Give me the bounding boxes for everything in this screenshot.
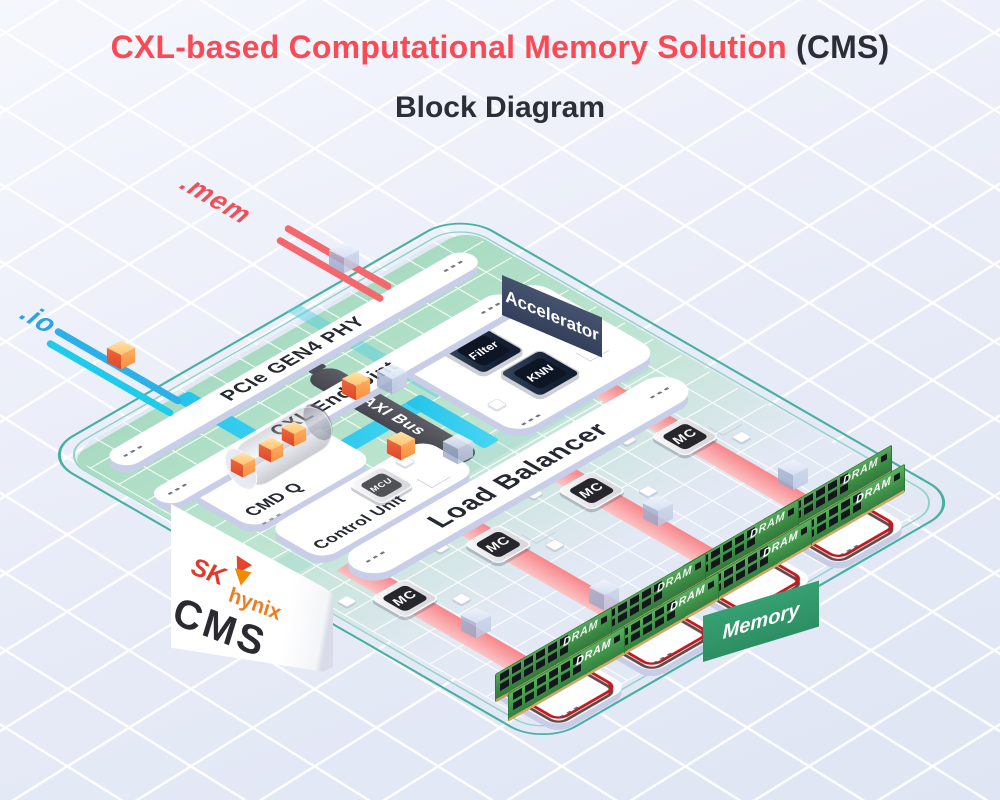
data-cube-orange: [230, 452, 256, 478]
data-cube-orange: [281, 421, 307, 447]
data-cube-orange: [106, 340, 136, 370]
data-cube-glass: [328, 242, 360, 274]
data-cube-glass: [642, 495, 674, 527]
sk-logo-text: SK: [187, 552, 229, 592]
data-cube-glass: [460, 607, 492, 639]
data-cube-glass: [777, 459, 809, 491]
data-cube-glass: [588, 579, 620, 611]
sk-hynix-cms-panel: SK hynix CMS: [171, 504, 333, 672]
accelerator-sign: Accelerator: [502, 275, 602, 358]
accelerator-sign-label: Accelerator: [505, 286, 599, 346]
page-title: CXL-based Computational Memory Solution …: [0, 29, 1000, 65]
data-cube-glass: [376, 363, 408, 395]
page-header: CXL-based Computational Memory Solution …: [0, 29, 1000, 125]
data-cube-glass: [442, 433, 474, 465]
mem-path-label: .mem: [172, 170, 261, 229]
sk-butterfly-icon: [226, 554, 257, 586]
data-cube-orange: [341, 371, 371, 401]
data-cube-orange: [386, 431, 416, 461]
page-subtitle: Block Diagram: [394, 91, 606, 125]
memory-sign-label: Memory: [722, 598, 800, 644]
sk-hynix-logo: SK hynix CMS: [171, 548, 316, 666]
title-main: CXL-based Computational Memory Solution: [110, 29, 787, 65]
title-suffix: (CMS): [795, 29, 890, 65]
